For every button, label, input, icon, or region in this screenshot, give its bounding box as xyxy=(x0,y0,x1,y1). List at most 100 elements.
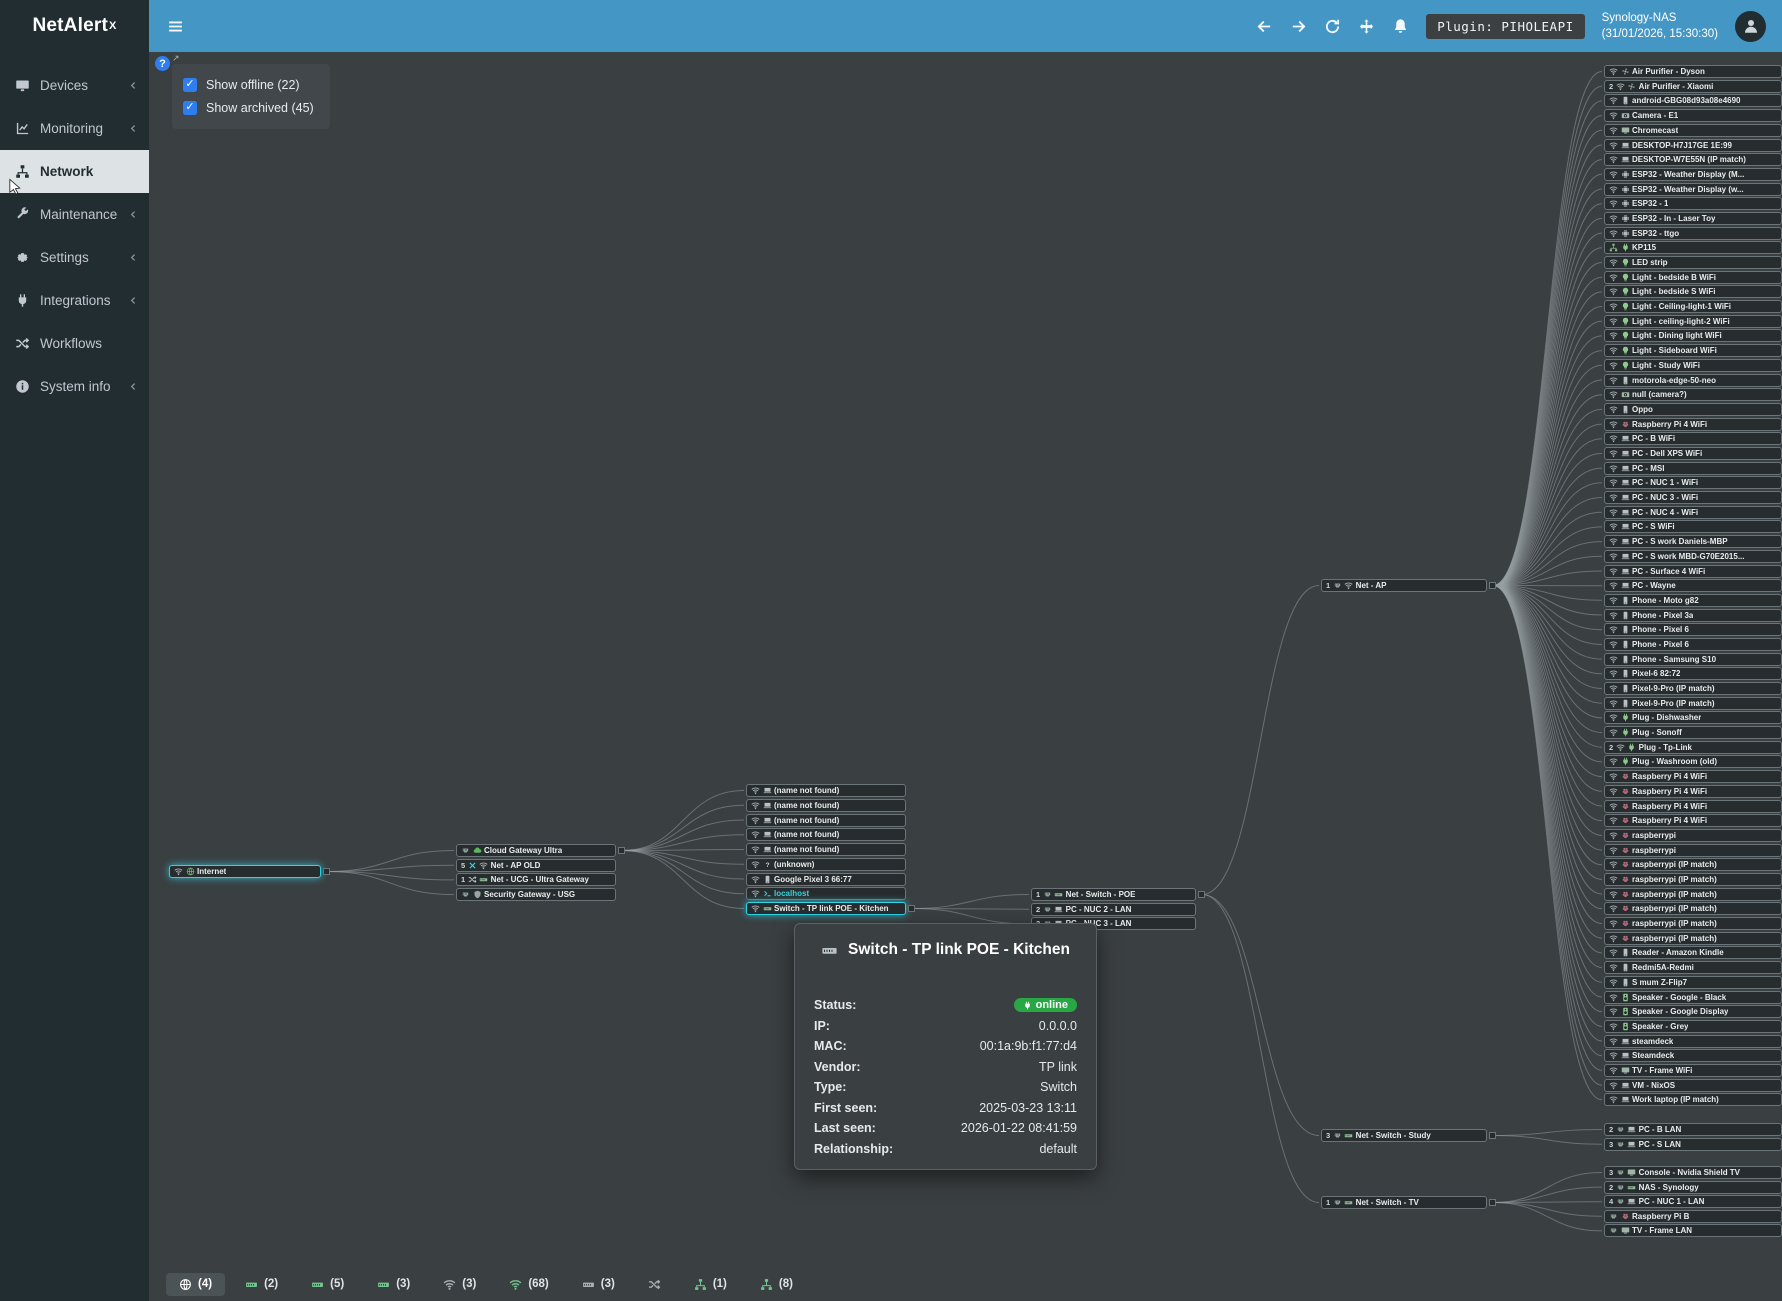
graph-node-speaker-google-display[interactable]: Speaker - Google Display xyxy=(1604,1005,1782,1019)
graph-node-pc-nuc-3-wifi[interactable]: PC - NUC 3 - WiFi xyxy=(1604,491,1782,504)
show-archived-checkbox[interactable]: ✓ xyxy=(183,100,197,115)
graph-node-speaker-grey[interactable]: Speaker - Grey xyxy=(1604,1019,1782,1033)
graph-node-raspberrypi[interactable]: raspberrypi xyxy=(1604,843,1782,857)
graph-node-steamdeck[interactable]: steamdeck xyxy=(1604,1034,1782,1048)
graph-node-unknown[interactable]: ?(unknown) xyxy=(746,857,906,871)
graph-node-esp32-weather-display-m[interactable]: ESP32 - Weather Display (M... xyxy=(1604,167,1782,181)
graph-node-tv-frame-wifi[interactable]: TV - Frame WiFi xyxy=(1604,1063,1782,1077)
graph-node-raspberrypi-ip-match[interactable]: raspberrypi (IP match) xyxy=(1604,917,1782,930)
user-avatar[interactable] xyxy=(1735,10,1766,42)
sidebar-item-system-info[interactable]: System info xyxy=(0,365,149,408)
graph-node-led-strip[interactable]: LED strip xyxy=(1604,256,1782,269)
show-archived-checkbox-row[interactable]: ✓ Show archived (45) xyxy=(183,96,314,119)
graph-node-speaker-google-black[interactable]: Speaker - Google - Black xyxy=(1604,990,1782,1004)
graph-node-raspberry-pi-4-wifi[interactable]: Raspberry Pi 4 WiFi xyxy=(1604,814,1782,828)
graph-node-pc-msi[interactable]: PC - MSI xyxy=(1604,461,1782,475)
graph-node-pc-b-wifi[interactable]: PC - B WiFi xyxy=(1604,432,1782,446)
graph-node-pc-nuc-1-wifi[interactable]: PC - NUC 1 - WiFi xyxy=(1604,476,1782,490)
graph-node-air-purifier-dyson[interactable]: Air Purifier - Dyson xyxy=(1604,65,1782,78)
graph-layer-tab-9[interactable]: (1) xyxy=(681,1273,740,1296)
graph-node-light-ceiling-light-2-wifi[interactable]: Light - ceiling-light-2 WiFi xyxy=(1604,314,1782,328)
graph-node-raspberrypi-ip-match[interactable]: raspberrypi (IP match) xyxy=(1604,873,1782,886)
graph-node-light-study-wifi[interactable]: Light - Study WiFi xyxy=(1604,358,1782,372)
graph-layer-tab-2[interactable]: (2) xyxy=(232,1273,291,1296)
graph-node-tv-frame-lan[interactable]: TV - Frame LAN xyxy=(1604,1224,1782,1238)
graph-node-desktop-w7e55n-ip-match[interactable]: DESKTOP-W7E55N (IP match) xyxy=(1604,153,1782,167)
help-button[interactable]: ? xyxy=(155,56,170,71)
graph-node-phone-pixel-3a[interactable]: Phone - Pixel 3a xyxy=(1604,608,1782,622)
notifications-bell-icon[interactable] xyxy=(1392,18,1409,35)
graph-node-vm-nixos[interactable]: VM - NixOS xyxy=(1604,1078,1782,1092)
graph-node-cloudgw[interactable]: Cloud Gateway Ultra xyxy=(456,844,625,857)
graph-node-phone-moto-g82[interactable]: Phone - Moto g82 xyxy=(1604,593,1782,607)
node-collapse-handle[interactable] xyxy=(1489,1199,1496,1206)
graph-node-pc-s-wifi[interactable]: PC - S WiFi xyxy=(1604,520,1782,534)
sidebar-item-maintenance[interactable]: Maintenance xyxy=(0,193,149,236)
graph-node-kp115[interactable]: KP115 xyxy=(1604,241,1782,255)
graph-node-desktop-h7j17ge-1e-99[interactable]: DESKTOP-H7J17GE 1E:99 xyxy=(1604,138,1782,152)
graph-layer-tab-5[interactable]: (3) xyxy=(430,1273,489,1296)
graph-node-pc-nuc-4-wifi[interactable]: PC - NUC 4 - WiFi xyxy=(1604,505,1782,519)
graph-layer-tab-3[interactable]: (5) xyxy=(298,1273,357,1296)
graph-layer-tab-7[interactable]: (3) xyxy=(569,1273,628,1296)
node-collapse-handle[interactable] xyxy=(618,847,625,854)
graph-node-raspberrypi-ip-match[interactable]: raspberrypi (IP match) xyxy=(1604,858,1782,872)
sidebar-item-network[interactable]: Network xyxy=(0,150,149,193)
graph-node-pixel-9-pro-ip-match[interactable]: Pixel-9-Pro (IP match) xyxy=(1604,696,1782,710)
graph-node-pc-surface-4-wifi[interactable]: PC - Surface 4 WiFi xyxy=(1604,564,1782,578)
graph-node-light-sideboard-wifi[interactable]: Light - Sideboard WiFi xyxy=(1604,344,1782,358)
graph-node-phone-pixel-6[interactable]: Phone - Pixel 6 xyxy=(1604,623,1782,637)
graph-node-null-camera[interactable]: null (camera?) xyxy=(1604,388,1782,402)
graph-node-name-not-found[interactable]: (name not found) xyxy=(746,828,906,842)
graph-node-raspberry-pi-b[interactable]: Raspberry Pi B xyxy=(1604,1209,1782,1223)
graph-node-raspberry-pi-4-wifi[interactable]: Raspberry Pi 4 WiFi xyxy=(1604,417,1782,431)
graph-node-kitchen[interactable]: Switch - TP link POE - Kitchen xyxy=(746,902,915,915)
sidebar-item-workflows[interactable]: Workflows xyxy=(0,322,149,365)
graph-node-esp32-1[interactable]: ESP32 - 1 xyxy=(1604,197,1782,211)
graph-node-reader-amazon-kindle[interactable]: Reader - Amazon Kindle xyxy=(1604,946,1782,960)
sidebar-item-devices[interactable]: Devices xyxy=(0,64,149,107)
refresh-icon[interactable] xyxy=(1324,18,1341,35)
graph-node-localhost[interactable]: localhost xyxy=(746,887,906,901)
graph-node-pixel-6-82-72[interactable]: Pixel-6 82:72 xyxy=(1604,667,1782,681)
graph-node-esp32-ttgo[interactable]: ESP32 - ttgo xyxy=(1604,226,1782,240)
graph-node-oppo[interactable]: Oppo xyxy=(1604,402,1782,416)
graph-node-esp32-in-laser-toy[interactable]: ESP32 - In - Laser Toy xyxy=(1604,211,1782,225)
sidebar-item-monitoring[interactable]: Monitoring xyxy=(0,107,149,150)
node-collapse-handle[interactable] xyxy=(1489,582,1496,589)
graph-layer-tab-1[interactable]: (4) xyxy=(166,1272,226,1296)
graph-node-steamdeck[interactable]: Steamdeck xyxy=(1604,1049,1782,1063)
sidebar-item-settings[interactable]: Settings xyxy=(0,236,149,279)
graph-node-name-not-found[interactable]: (name not found) xyxy=(746,843,906,856)
graph-node-phone-samsung-s10[interactable]: Phone - Samsung S10 xyxy=(1604,652,1782,666)
graph-node-s-mum-z-flip7[interactable]: S mum Z-Flip7 xyxy=(1604,975,1782,989)
graph-node-light-dining-light-wifi[interactable]: Light - Dining light WiFi xyxy=(1604,329,1782,343)
node-collapse-handle[interactable] xyxy=(908,905,915,912)
graph-node-light-bedside-s-wifi[interactable]: Light - bedside S WiFi xyxy=(1604,285,1782,299)
nav-forward-icon[interactable] xyxy=(1290,18,1307,35)
graph-node-raspberry-pi-4-wifi[interactable]: Raspberry Pi 4 WiFi xyxy=(1604,799,1782,813)
graph-node-name-not-found[interactable]: (name not found) xyxy=(746,784,906,797)
graph-node-pc-s-work-mbd-g70e2015[interactable]: PC - S work MBD-G70E2015... xyxy=(1604,549,1782,563)
graph-node-esp32-weather-display-w[interactable]: ESP32 - Weather Display (w... xyxy=(1604,182,1782,196)
node-collapse-handle[interactable] xyxy=(323,868,330,875)
graph-node-security-gateway-usg[interactable]: Security Gateway - USG xyxy=(456,888,616,902)
graph-layer-tab-6[interactable]: (68) xyxy=(496,1273,561,1296)
sidebar-item-integrations[interactable]: Integrations xyxy=(0,279,149,322)
graph-node-raspberry-pi-4-wifi[interactable]: Raspberry Pi 4 WiFi xyxy=(1604,784,1782,798)
graph-node-pc-s-work-daniels-mbp[interactable]: PC - S work Daniels-MBP xyxy=(1604,535,1782,549)
node-collapse-handle[interactable] xyxy=(1198,891,1205,898)
